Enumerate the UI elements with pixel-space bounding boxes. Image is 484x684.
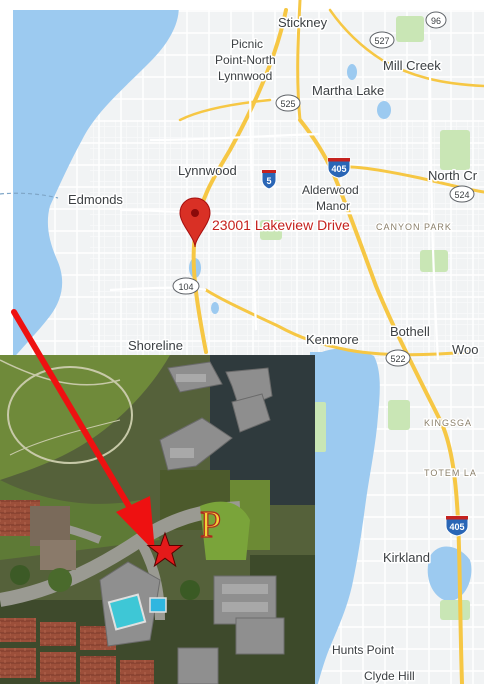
svg-text:96: 96 [431, 16, 441, 26]
label-martha-lake: Martha Lake [312, 83, 384, 98]
silver-lake-water [347, 64, 357, 80]
label-shoreline: Shoreline [128, 338, 183, 353]
label-stickney: Stickney [278, 15, 328, 30]
satellite-inset[interactable] [0, 355, 315, 684]
route-525-shield: 525 [275, 94, 301, 112]
label-north-creek: North Cr [428, 168, 478, 183]
label-edmonds: Edmonds [68, 192, 123, 207]
svg-text:522: 522 [390, 354, 405, 364]
label-picnic-point-2: Point-North [215, 53, 276, 67]
interstate-405-north-shield: 405 [327, 157, 351, 179]
location-pin-icon[interactable] [179, 197, 211, 248]
pond-water [211, 302, 219, 314]
route-522-shield: 522 [385, 349, 411, 367]
label-kingsgate: KINGSGA [424, 418, 472, 428]
svg-text:405: 405 [449, 522, 464, 532]
frame-top [0, 0, 484, 10]
label-picnic-point-3: Lynnwood [218, 69, 272, 83]
parking-label: P [200, 504, 221, 546]
label-woodinville: Woo [452, 342, 479, 357]
frame-left [0, 0, 13, 372]
label-hunts-point: Hunts Point [332, 643, 395, 657]
label-canyon-park: CANYON PARK [376, 222, 452, 232]
route-524-shield: 524 [449, 185, 475, 203]
route-104-shield: 104 [172, 277, 200, 295]
label-picnic-point-1: Picnic [231, 37, 263, 51]
interstate-405-south-shield: 405 [445, 515, 469, 537]
interstate-5-shield: 5 [261, 169, 277, 190]
svg-text:5: 5 [266, 176, 271, 186]
svg-text:524: 524 [454, 190, 469, 200]
street-grid-fine [90, 120, 484, 360]
route-527-shield: 527 [369, 31, 395, 49]
label-mill-creek: Mill Creek [383, 58, 441, 73]
martha-lake-water [377, 101, 391, 119]
svg-text:527: 527 [374, 36, 389, 46]
label-alderwood-1: Alderwood [302, 183, 359, 197]
svg-text:525: 525 [280, 99, 295, 109]
svg-text:405: 405 [331, 164, 346, 174]
label-totem-lake: TOTEM LA [424, 468, 477, 478]
pointer-arrow [11, 309, 155, 552]
label-clyde-hill: Clyde Hill [364, 669, 415, 683]
label-bothell: Bothell [390, 324, 430, 339]
puget-sound-water [0, 0, 179, 372]
ferry-route [0, 192, 59, 199]
marker-address-label: 23001 Lakeview Drive [212, 217, 350, 233]
label-alderwood-2: Manor [316, 199, 350, 213]
label-kirkland: Kirkland [383, 550, 430, 565]
route-96-shield: 96 [425, 11, 447, 29]
lake-washington [310, 348, 380, 684]
svg-text:104: 104 [178, 282, 193, 292]
label-kenmore: Kenmore [306, 332, 359, 347]
star-marker-icon [146, 531, 184, 568]
arterials [109, 39, 440, 361]
label-lynnwood: Lynnwood [178, 163, 237, 178]
